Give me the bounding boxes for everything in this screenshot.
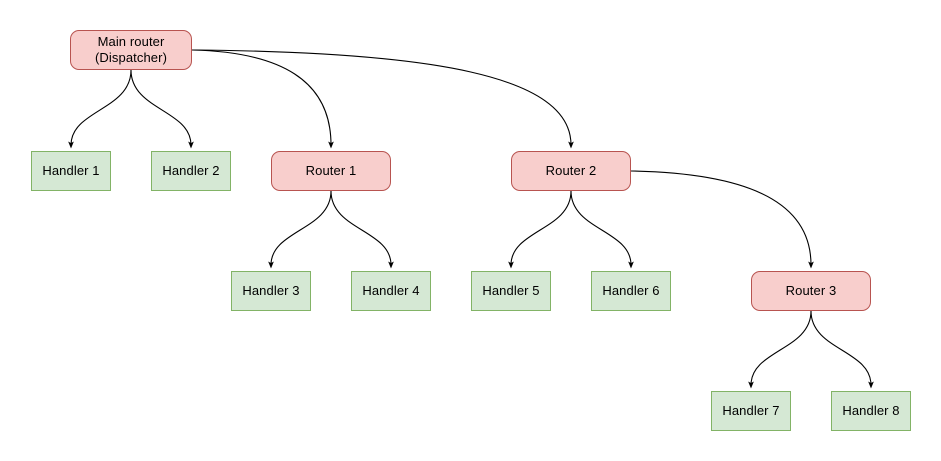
node-handler-3[interactable]: Handler 3 [231,271,311,311]
node-handler-2[interactable]: Handler 2 [151,151,231,191]
node-router-1[interactable]: Router 1 [271,151,391,191]
edge-router-2-to-handler-5 [508,190,572,269]
node-label-router-3: Router 3 [785,283,837,298]
node-handler-8[interactable]: Handler 8 [831,391,911,431]
node-label-handler-3: Handler 3 [242,283,300,298]
node-handler-4[interactable]: Handler 4 [351,271,431,311]
edge-router-3-to-handler-8 [810,310,874,389]
node-router-3[interactable]: Router 3 [751,271,871,311]
edges-group [68,49,874,389]
edge-main-to-router-2 [191,49,574,149]
node-handler-5[interactable]: Handler 5 [471,271,551,311]
edge-router-2-to-router-3 [630,170,814,269]
node-handler-6[interactable]: Handler 6 [591,271,671,311]
node-label-handler-7: Handler 7 [722,403,780,418]
edge-router-1-to-handler-4 [330,190,394,269]
node-handler-7[interactable]: Handler 7 [711,391,791,431]
node-label-handler-2: Handler 2 [162,163,220,178]
node-label-handler-4: Handler 4 [362,283,420,298]
node-label-handler-8: Handler 8 [842,403,900,418]
node-router-2[interactable]: Router 2 [511,151,631,191]
node-label-handler-5: Handler 5 [482,283,540,298]
edge-main-to-handler-2 [130,69,194,149]
node-handler-1[interactable]: Handler 1 [31,151,111,191]
node-label-handler-6: Handler 6 [602,283,660,298]
node-label-router-1: Router 1 [305,163,357,178]
edge-main-to-handler-1 [68,69,132,149]
edge-router-3-to-handler-7 [748,310,812,389]
node-label-main-router: Main router (Dispatcher) [95,34,167,65]
edge-router-1-to-handler-3 [268,190,332,269]
edge-main-to-router-1 [191,49,334,149]
node-label-router-2: Router 2 [545,163,597,178]
edge-router-2-to-handler-6 [570,190,634,269]
node-label-handler-1: Handler 1 [42,163,100,178]
node-main-router[interactable]: Main router (Dispatcher) [70,30,192,70]
